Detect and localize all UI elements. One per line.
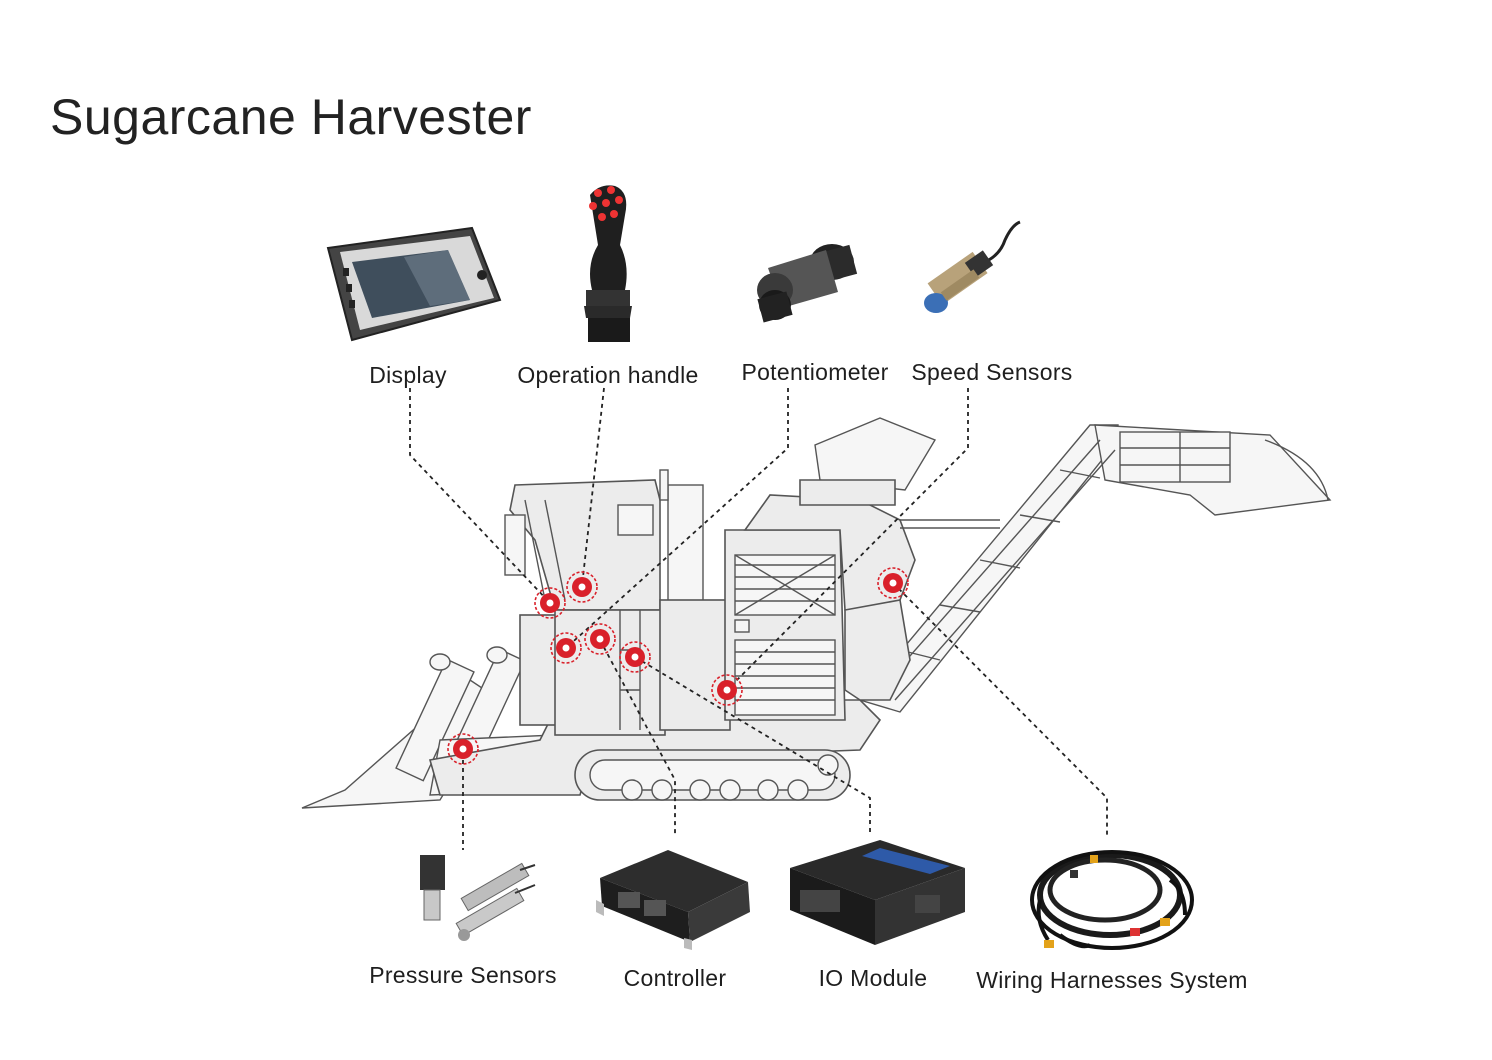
label-pressure-sensors: Pressure Sensors (369, 962, 557, 988)
marker-speed-sensor (711, 674, 743, 706)
harvester-illustration (301, 417, 1332, 809)
elevator-conveyor (858, 424, 1332, 713)
pressure-sensor-icon (420, 855, 536, 941)
marker-potentiometer (550, 632, 582, 664)
machine-body (428, 417, 1000, 796)
wiring-harness-icon (1030, 850, 1194, 950)
operation-handle-icon (584, 185, 632, 342)
marker-io-module (619, 641, 651, 673)
controller-icon (596, 850, 750, 950)
page-title: Sugarcane Harvester (50, 89, 532, 145)
marker-pressure-sensor (447, 733, 479, 765)
speed-sensor-icon (924, 220, 1021, 313)
marker-wiring (877, 567, 909, 599)
potentiometer-icon (757, 244, 858, 323)
crawler-track (574, 749, 851, 801)
marker-operation-handle (566, 571, 598, 603)
label-io-module: IO Module (819, 965, 928, 991)
label-speed-sensors: Speed Sensors (911, 359, 1072, 385)
leader-lines (409, 387, 1108, 850)
label-wiring-harnesses: Wiring Harnesses System (976, 967, 1247, 993)
label-potentiometer: Potentiometer (741, 359, 888, 385)
label-controller: Controller (624, 965, 727, 991)
display-icon (326, 226, 502, 342)
label-operation-handle: Operation handle (517, 362, 698, 388)
sensor-markers (447, 567, 909, 765)
label-display: Display (369, 362, 447, 388)
marker-controller (584, 623, 616, 655)
marker-display (534, 587, 566, 619)
io-module-icon (790, 840, 965, 945)
